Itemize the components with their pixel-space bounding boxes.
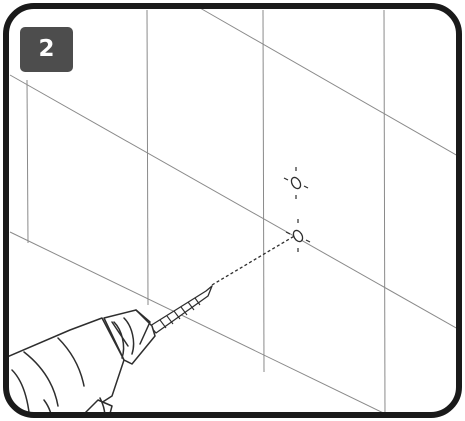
drill-icon	[6, 309, 156, 415]
hole-marker-upper	[283, 167, 309, 199]
drill-guide-line	[211, 234, 297, 286]
hole-marker-lower	[285, 219, 311, 252]
tile-joints-vertical	[26, 9, 386, 415]
step-number-badge: 2	[20, 27, 73, 72]
tile-joints-sloping	[9, 7, 459, 415]
hole-marker-icon	[285, 219, 311, 252]
hole-marker-icon	[283, 167, 309, 199]
wall-tiles	[6, 7, 459, 415]
drill-bit-icon	[149, 285, 213, 334]
frame-border	[3, 3, 462, 418]
